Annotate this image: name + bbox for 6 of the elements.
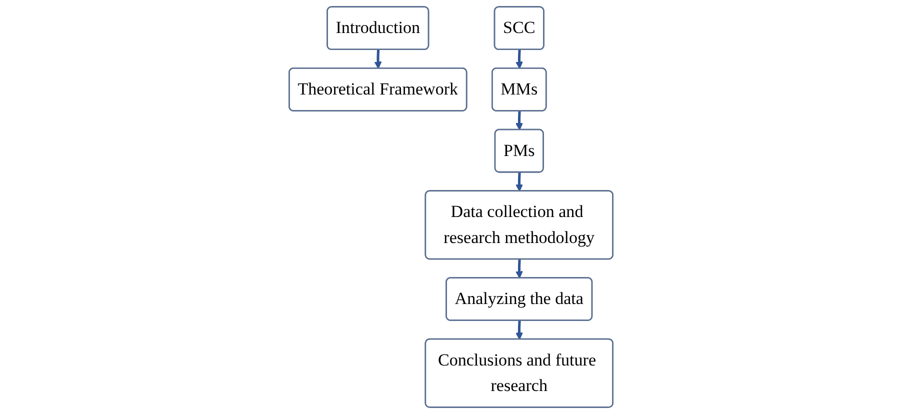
arrow bbox=[374, 50, 382, 69]
arrow bbox=[516, 172, 523, 192]
arrow bbox=[516, 259, 523, 278]
arrow bbox=[516, 111, 523, 130]
arrow bbox=[516, 320, 523, 340]
arrow bbox=[516, 50, 523, 69]
